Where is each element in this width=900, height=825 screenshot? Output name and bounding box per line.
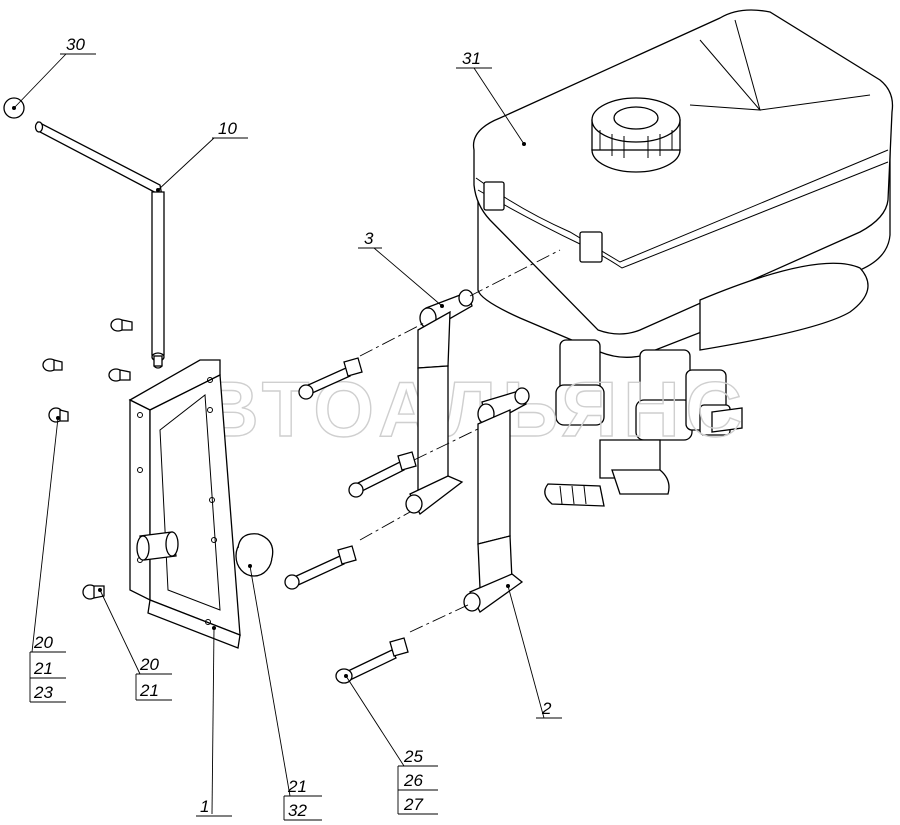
svg-text:25: 25 bbox=[403, 747, 423, 766]
svg-text:30: 30 bbox=[66, 35, 85, 54]
svg-text:3: 3 bbox=[364, 229, 374, 248]
callout-25-26-27: 25 26 27 bbox=[345, 675, 438, 815]
svg-text:27: 27 bbox=[403, 795, 423, 814]
callout-1: 1 bbox=[196, 627, 232, 817]
svg-text:26: 26 bbox=[403, 771, 423, 790]
svg-text:31: 31 bbox=[462, 49, 481, 68]
svg-text:2: 2 bbox=[541, 699, 552, 718]
callout-30: 30 bbox=[13, 35, 96, 109]
callout-31: 31 bbox=[456, 49, 525, 145]
svg-text:20: 20 bbox=[33, 633, 53, 652]
callout-21-32: 21 32 bbox=[249, 565, 322, 821]
strut-lower bbox=[463, 387, 530, 613]
l-shaped-rod bbox=[34, 121, 165, 369]
small-bolts bbox=[42, 318, 133, 600]
svg-text:10: 10 bbox=[218, 119, 237, 138]
mounting-bracket bbox=[128, 359, 241, 649]
callout-3: 3 bbox=[358, 229, 443, 307]
svg-text:21: 21 bbox=[287, 777, 307, 796]
svg-text:32: 32 bbox=[288, 801, 307, 820]
svg-text:23: 23 bbox=[33, 683, 53, 702]
callout-10: 10 bbox=[157, 119, 248, 191]
svg-text:20: 20 bbox=[139, 655, 159, 674]
strut-upper bbox=[405, 289, 474, 515]
long-bolts bbox=[284, 357, 417, 684]
svg-text:1: 1 bbox=[200, 797, 209, 816]
tank-assembly bbox=[472, 9, 894, 507]
callout-20-21-23: 20 21 23 bbox=[29, 417, 66, 703]
svg-text:21: 21 bbox=[139, 681, 159, 700]
assembly-axis-lines bbox=[359, 249, 561, 633]
callout-2: 2 bbox=[507, 585, 562, 719]
leader-dots bbox=[56, 142, 526, 678]
end-cap bbox=[235, 533, 274, 577]
callout-20-21: 20 21 bbox=[99, 589, 172, 701]
svg-text:21: 21 bbox=[33, 659, 53, 678]
